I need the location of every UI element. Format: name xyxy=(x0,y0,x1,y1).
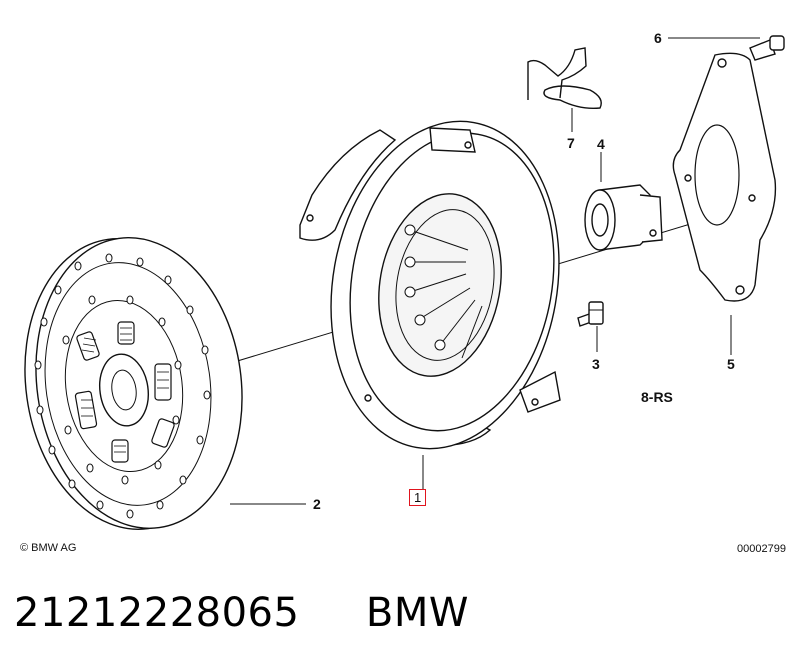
drawing-number: 00002799 xyxy=(737,543,786,555)
callout-3: 3 xyxy=(592,356,600,372)
callout-1-highlighted[interactable]: 1 xyxy=(409,489,427,506)
pressure-plate xyxy=(299,120,561,450)
callout-7: 7 xyxy=(567,135,575,151)
caption: 21212228065 BMW xyxy=(14,590,469,636)
guide-plate xyxy=(672,52,777,302)
retaining-clip xyxy=(527,47,602,110)
variant-label: 8-RS xyxy=(641,389,673,405)
part-number: 21212228065 xyxy=(14,590,300,636)
bolt xyxy=(577,301,604,327)
callout-4: 4 xyxy=(597,136,605,152)
release-bearing xyxy=(584,184,663,251)
clutch-disc xyxy=(24,237,243,530)
stud xyxy=(749,35,785,61)
brand-name: BMW xyxy=(365,590,469,636)
callout-2: 2 xyxy=(313,496,321,512)
copyright-notice: © BMW AG xyxy=(20,542,77,554)
callout-6: 6 xyxy=(654,30,662,46)
callout-5: 5 xyxy=(727,356,735,372)
